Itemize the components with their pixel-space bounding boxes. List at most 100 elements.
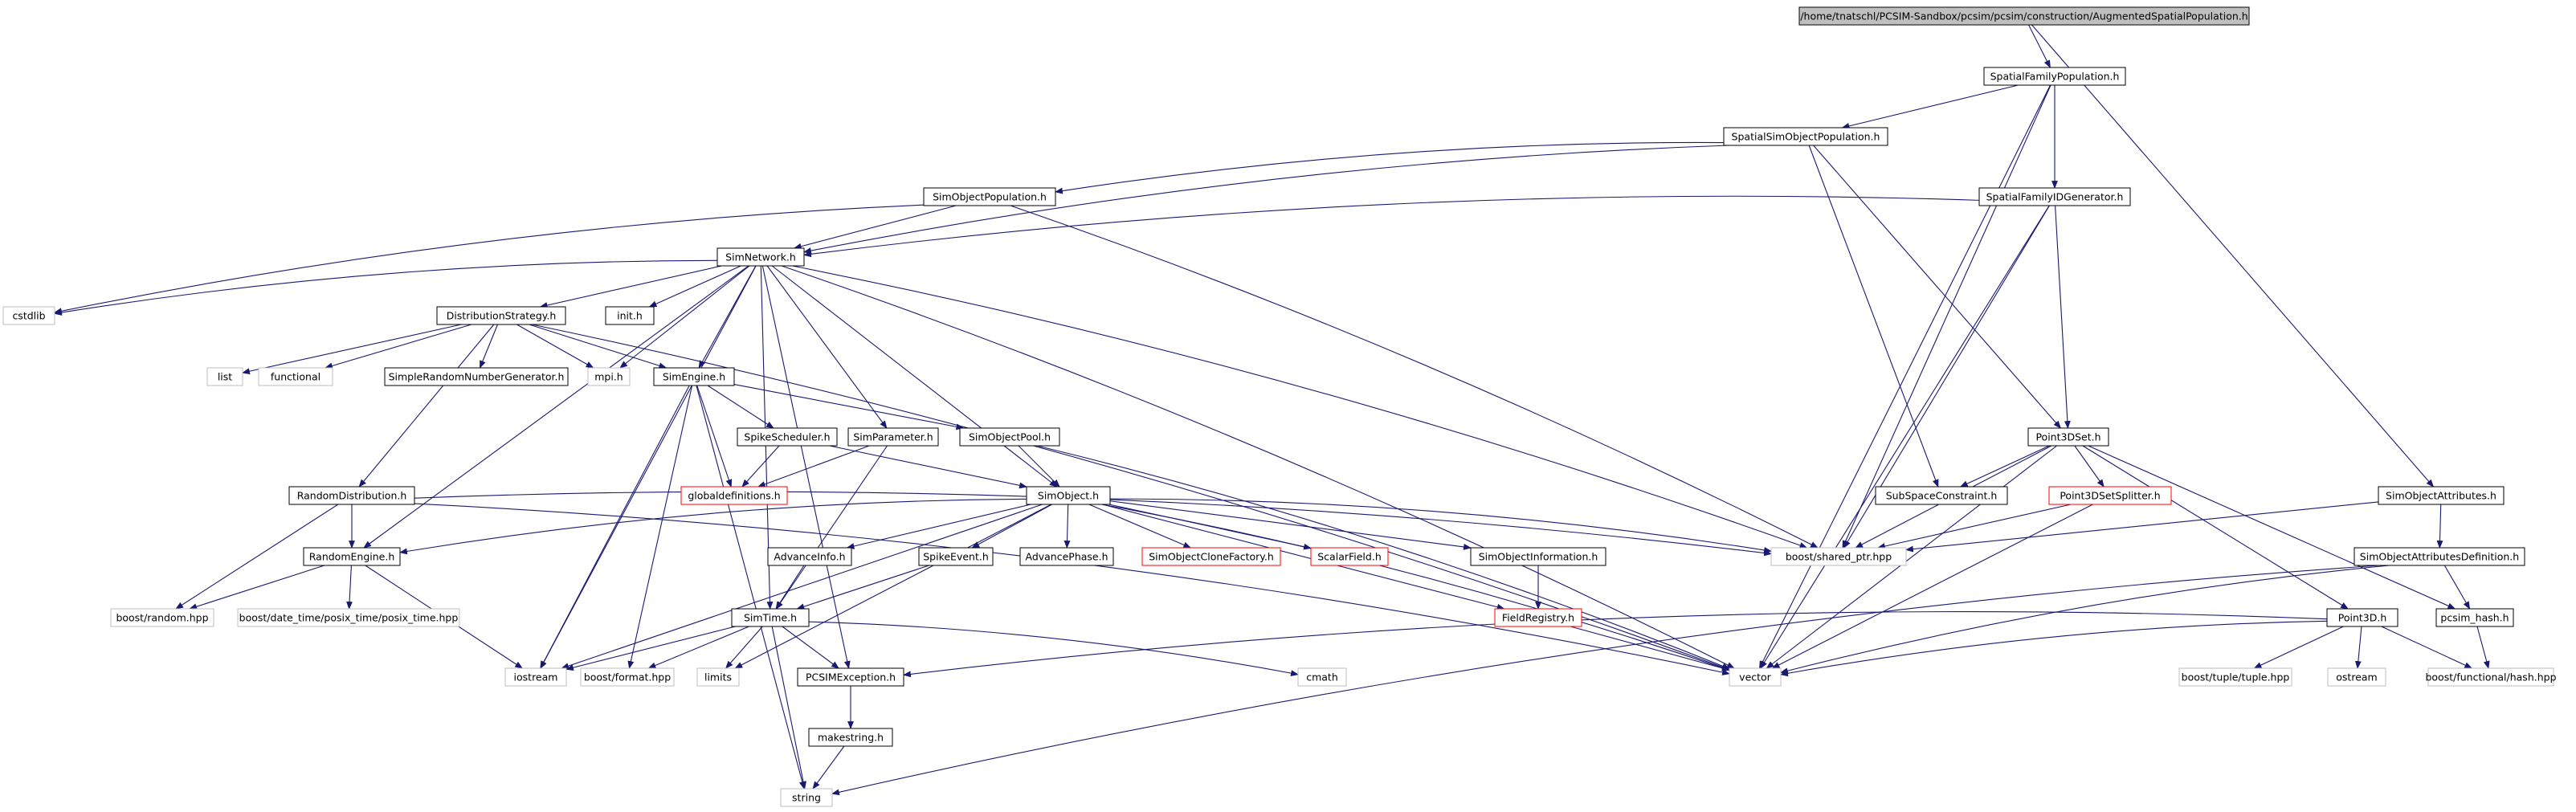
node-boostformat[interactable]: boost/format.hpp [580, 667, 675, 687]
node-spatialfamilypopulation[interactable]: SpatialFamilyPopulation.h [1983, 67, 2126, 86]
node-distributionstrategy[interactable]: DistributionStrategy.h [436, 306, 566, 325]
node-simobjectinformation[interactable]: SimObjectInformation.h [1470, 547, 1606, 566]
node-label-point3dset: Point3DSet.h [2035, 431, 2100, 443]
node-box-simengine [653, 367, 735, 386]
node-spikescheduler[interactable]: SpikeScheduler.h [737, 427, 838, 447]
node-box-point3d [2326, 608, 2398, 627]
edge-simobjectpool-to-vector [1037, 445, 1730, 670]
node-mpi[interactable]: mpi.h [587, 367, 631, 386]
node-randomengine[interactable]: RandomEngine.h [303, 547, 401, 566]
node-string[interactable]: string [780, 788, 833, 807]
node-point3dset[interactable]: Point3DSet.h [2027, 427, 2109, 447]
edge-point3dset-to-point3d [2082, 445, 2349, 610]
edge-simparameter-to-globaldefinitions [757, 445, 870, 488]
node-box-simobjectpool [959, 427, 1060, 447]
node-simnetwork[interactable]: SimNetwork.h [716, 247, 805, 267]
edge-point3dset-to-point3dsetsplitter [2074, 445, 2104, 488]
edge-simnetwork-to-mpi [619, 265, 750, 369]
node-label-simplerandom: SimpleRandomNumberGenerator.h [389, 371, 565, 383]
node-box-simobject [1026, 486, 1111, 505]
node-init[interactable]: init.h [605, 306, 655, 325]
edge-simtime-to-limits [725, 626, 763, 669]
node-label-pcsimhash: pcsim_hash.h [2440, 612, 2509, 624]
node-iostream[interactable]: iostream [504, 667, 567, 687]
node-scalarfield[interactable]: ScalarField.h [1310, 547, 1389, 566]
node-boostfunctionalhash[interactable]: boost/functional/hash.hpp [2425, 667, 2557, 687]
edge-distributionstrategy-to-simplerandom [479, 324, 499, 369]
node-simobjectpool[interactable]: SimObjectPool.h [959, 427, 1060, 447]
node-box-simobjectattributes [2378, 486, 2505, 505]
node-box-point3dset [2027, 427, 2109, 447]
node-randomdistribution[interactable]: RandomDistribution.h [288, 486, 415, 505]
node-advanceinfo[interactable]: AdvanceInfo.h [767, 547, 852, 566]
node-simparameter[interactable]: SimParameter.h [847, 427, 939, 447]
node-label-simparameter: SimParameter.h [853, 431, 933, 443]
node-box-scalarfield [1310, 547, 1389, 566]
node-box-boostsharedptr [1770, 547, 1907, 566]
node-label-spikeevent: SpikeEvent.h [923, 551, 989, 563]
edge-spatialsimobjectpopulation-to-simobjectpopulation [1055, 141, 1725, 194]
node-simobjectclonefactory[interactable]: SimObjectCloneFactory.h [1141, 547, 1281, 566]
node-label-pcsimexception: PCSIMException.h [806, 671, 896, 683]
node-boostsharedptr[interactable]: boost/shared_ptr.hpp [1770, 547, 1907, 566]
node-label-scalarfield: ScalarField.h [1317, 551, 1382, 563]
edge-spatialfamilyidgenerator-to-vector [1760, 205, 2050, 669]
node-pcsimhash[interactable]: pcsim_hash.h [2435, 608, 2514, 627]
node-box-mpi [587, 367, 631, 386]
node-label-ostream: ostream [2336, 671, 2377, 683]
node-box-makestring [808, 728, 893, 747]
node-ostream[interactable]: ostream [2327, 667, 2386, 687]
node-simobjectpopulation[interactable]: SimObjectPopulation.h [923, 187, 1056, 206]
node-box-point3dsetsplitter [2048, 486, 2172, 505]
edge-point3d-to-pcsimexception [903, 611, 2328, 678]
node-box-boostformat [580, 667, 675, 687]
node-label-boostrandom: boost/random.hpp [116, 612, 208, 624]
edge-simobject-to-fieldregistry [1102, 504, 1505, 610]
node-label-simobjectattributes: SimObjectAttributes.h [2386, 490, 2496, 502]
edge-simnetwork-to-simparameter [766, 265, 888, 429]
node-globaldefinitions[interactable]: globaldefinitions.h [680, 486, 788, 505]
node-label-spikescheduler: SpikeScheduler.h [744, 431, 830, 443]
node-spatialfamilyidgenerator[interactable]: SpatialFamilyIDGenerator.h [1978, 187, 2131, 206]
node-point3dsetsplitter[interactable]: Point3DSetSplitter.h [2048, 486, 2172, 505]
node-simobject[interactable]: SimObject.h [1026, 486, 1111, 505]
node-simengine[interactable]: SimEngine.h [653, 367, 735, 386]
edge-spikeevent-to-simtime [796, 565, 929, 610]
node-simobjectattributesdefinition[interactable]: SimObjectAttributesDefinition.h [2354, 547, 2525, 566]
node-advancephase[interactable]: AdvancePhase.h [1019, 547, 1114, 566]
node-cmath[interactable]: cmath [1297, 667, 1347, 687]
node-list[interactable]: list [206, 367, 243, 386]
node-label-list: list [218, 371, 232, 383]
node-makestring[interactable]: makestring.h [808, 728, 893, 747]
edge-distributionstrategy-to-list [242, 324, 462, 375]
node-label-distributionstrategy: DistributionStrategy.h [447, 310, 557, 322]
node-spikeevent[interactable]: SpikeEvent.h [918, 547, 994, 566]
node-box-list [206, 367, 243, 386]
node-simtime[interactable]: SimTime.h [731, 608, 810, 627]
node-boostdatetime[interactable]: boost/date_time/posix_time/posix_time.hp… [237, 608, 460, 627]
node-boostrandom[interactable]: boost/random.hpp [110, 608, 214, 627]
node-root[interactable]: /home/tnatschl/PCSIM-Sandbox/pcsim/pcsim… [1798, 6, 2250, 26]
node-pcsimexception[interactable]: PCSIMException.h [797, 667, 904, 687]
node-functional[interactable]: functional [258, 367, 333, 386]
node-fieldregistry[interactable]: FieldRegistry.h [1494, 608, 1582, 627]
node-box-iostream [504, 667, 567, 687]
node-cstdlib[interactable]: cstdlib [2, 306, 55, 325]
edge-distributionstrategy-to-vector [532, 324, 1730, 671]
node-vector[interactable]: vector [1729, 667, 1782, 687]
edge-point3dset-to-pcsimhash [2088, 445, 2456, 610]
node-limits[interactable]: limits [696, 667, 740, 687]
node-simobjectattributes[interactable]: SimObjectAttributes.h [2378, 486, 2505, 505]
node-spatialsimobjectpopulation[interactable]: SpatialSimObjectPopulation.h [1723, 127, 1888, 146]
edge-simnetwork-to-randomengine [363, 265, 749, 549]
node-boosttuple[interactable]: boost/tuple/tuple.hpp [2178, 667, 2292, 687]
node-subspaceconstraint[interactable]: SubSpaceConstraint.h [1875, 486, 2008, 505]
node-label-boosttuple: boost/tuple/tuple.hpp [2182, 671, 2290, 683]
edge-randomengine-to-boostrandom [189, 565, 325, 610]
node-label-advanceinfo: AdvanceInfo.h [774, 551, 845, 563]
edge-spatialfamilyidgenerator-to-point3dset [2055, 205, 2071, 429]
node-label-init: init.h [617, 310, 643, 322]
node-point3d[interactable]: Point3D.h [2326, 608, 2398, 627]
node-simplerandom[interactable]: SimpleRandomNumberGenerator.h [384, 367, 569, 386]
